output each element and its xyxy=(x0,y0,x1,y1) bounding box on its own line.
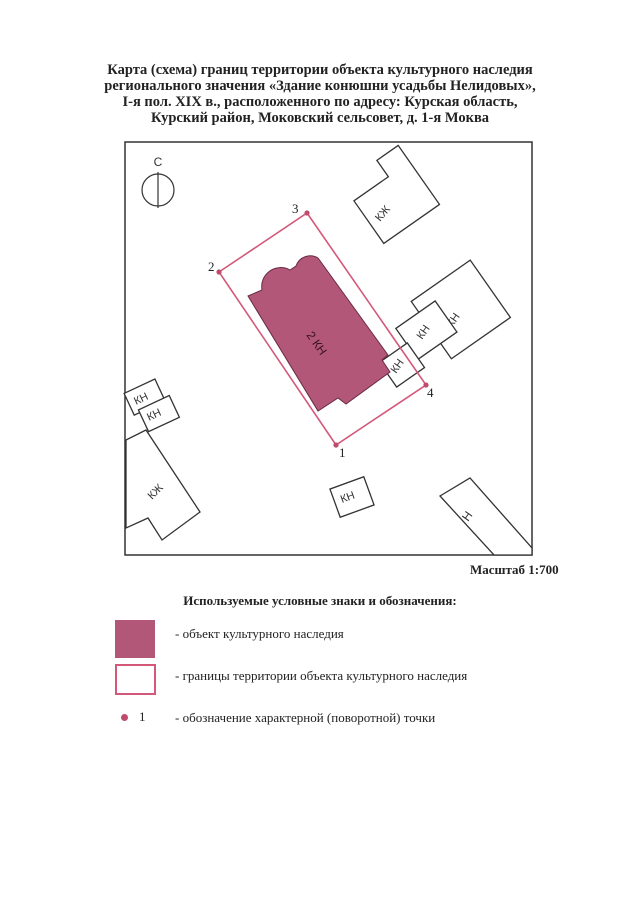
legend-text-point: - обозначение характерной (поворотной) т… xyxy=(175,710,436,725)
point-marker xyxy=(216,269,222,275)
building-kn-bottom xyxy=(329,475,375,519)
building-label: КН xyxy=(339,490,357,506)
title-line: Курский район, Моковский сельсовет, д. 1… xyxy=(150,110,490,126)
legend-swatch-object xyxy=(115,620,155,658)
legend-text-boundary: - границы территории объекта культурного… xyxy=(175,668,468,683)
building-kzh-top xyxy=(353,144,441,245)
building-label: КН xyxy=(132,391,150,408)
point-label: 4 xyxy=(427,385,434,400)
legend-point-number: 1 xyxy=(139,709,146,724)
map-title: Карта (схема) границ территории объекта … xyxy=(60,62,580,126)
title-line: Карта (схема) границ территории объекта … xyxy=(107,62,533,78)
legend-swatch-boundary xyxy=(115,664,156,695)
building-kn-left-bottom xyxy=(137,394,181,433)
legend-text-object: - объект культурного наследия xyxy=(175,626,344,641)
map-frame xyxy=(124,141,533,556)
legend-point-dot-icon xyxy=(121,714,128,721)
building-label: КН xyxy=(145,407,163,424)
building-kzh-left xyxy=(125,429,201,541)
building-n xyxy=(438,477,533,556)
north-arrow-icon xyxy=(141,172,175,208)
north-label: С xyxy=(154,155,163,169)
legend-title: Используемые условные знаки и обозначени… xyxy=(183,593,457,608)
map-scale: Масштаб 1:700 xyxy=(470,562,559,577)
title-line: регионального значения «Здание конюшни у… xyxy=(104,78,536,94)
building-kn-right-small xyxy=(378,342,426,388)
point-marker xyxy=(423,382,429,388)
point-label: 2 xyxy=(208,259,215,274)
point-label: 3 xyxy=(292,201,299,216)
title-line: I-я пол. XIX в., расположенного по адрес… xyxy=(122,94,518,110)
heritage-building xyxy=(247,255,391,412)
point-marker xyxy=(333,442,339,448)
point-label: 1 xyxy=(339,445,346,460)
point-marker xyxy=(304,210,310,216)
